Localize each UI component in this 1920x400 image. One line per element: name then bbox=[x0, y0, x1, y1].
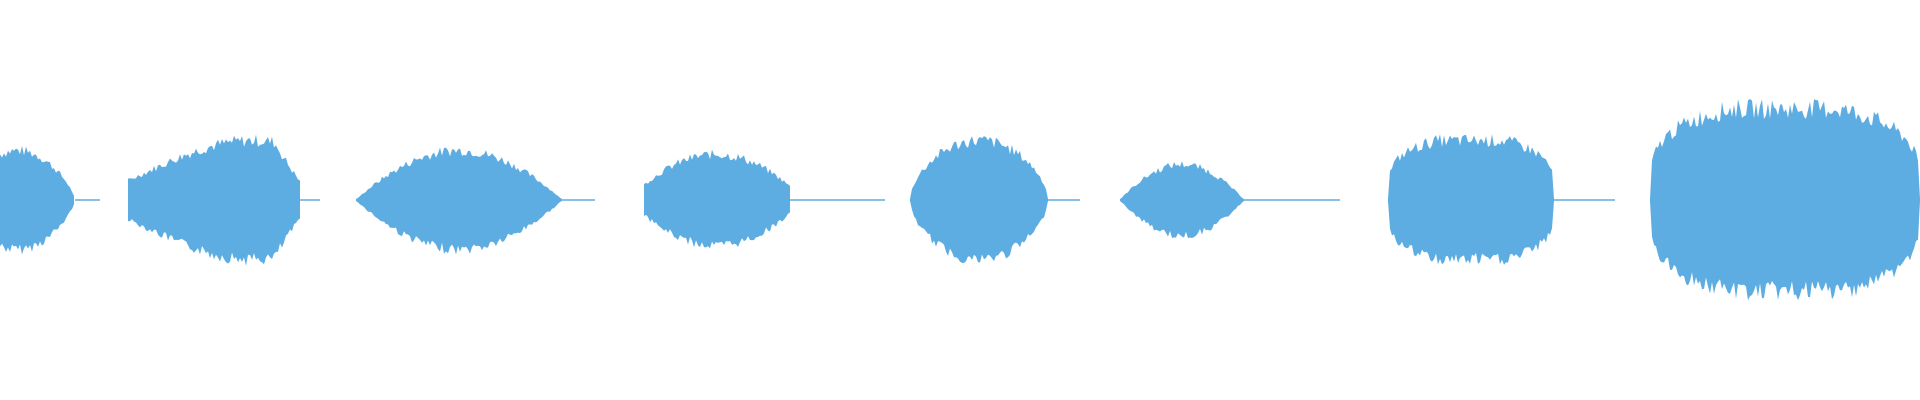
waveform-segment bbox=[0, 146, 74, 255]
waveform-segment bbox=[356, 147, 562, 255]
waveform-segment bbox=[1388, 134, 1554, 265]
waveform-segment bbox=[1650, 99, 1920, 301]
waveform-segment bbox=[910, 136, 1048, 263]
waveform-segment bbox=[644, 149, 790, 249]
waveform-segment bbox=[1120, 161, 1244, 239]
waveform-segment bbox=[128, 134, 300, 266]
